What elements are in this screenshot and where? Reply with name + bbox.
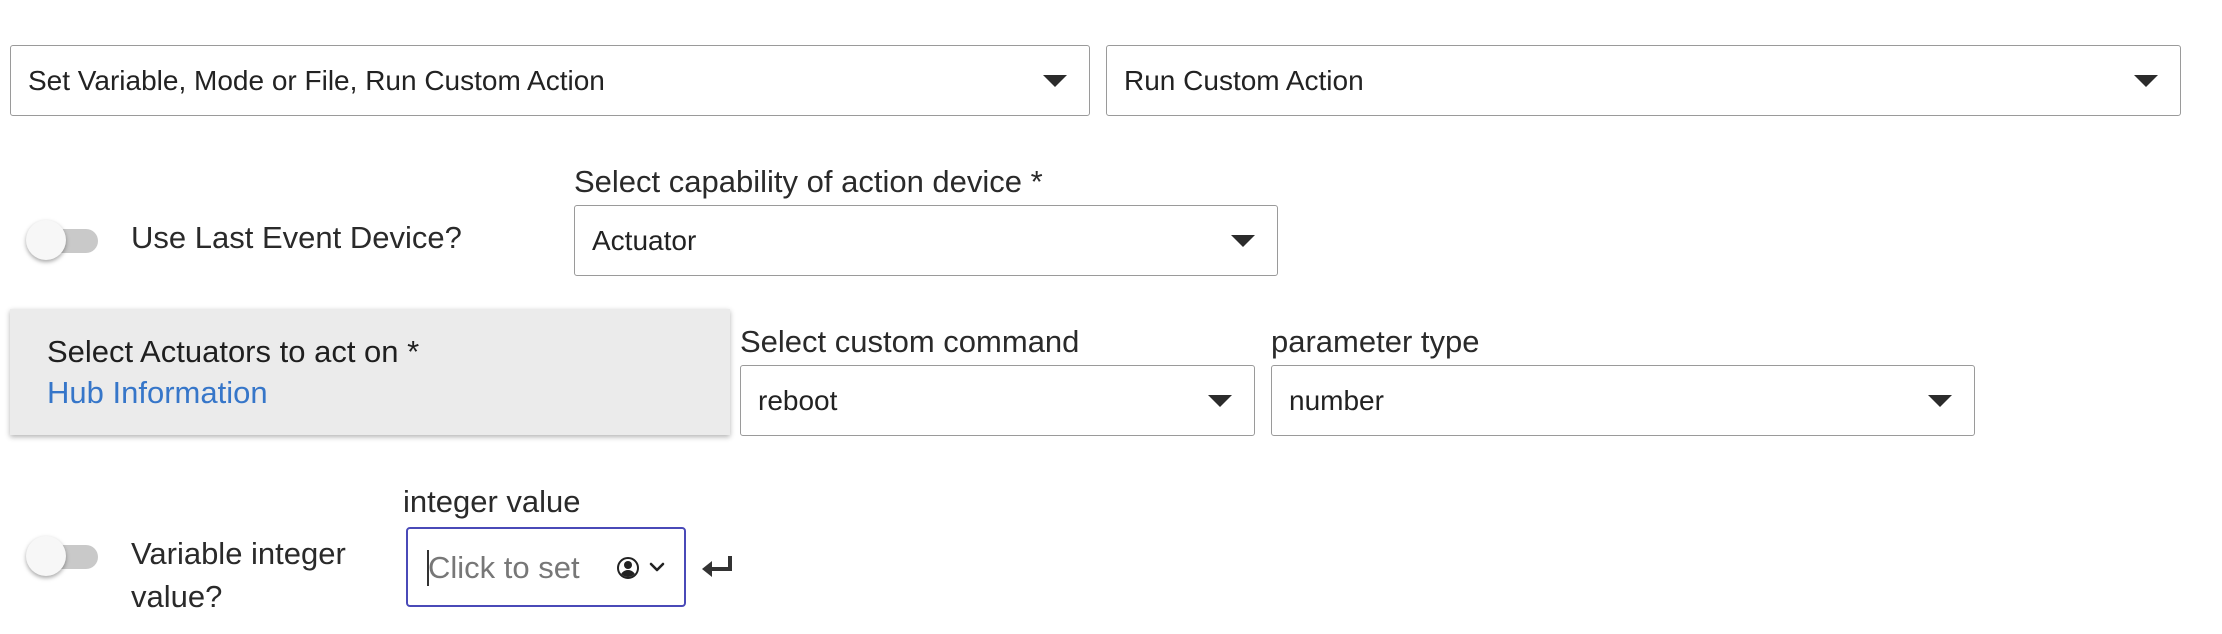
caret-down-icon bbox=[2134, 74, 2158, 87]
enter-arrow-icon[interactable] bbox=[700, 553, 736, 583]
action-select[interactable]: Run Custom Action bbox=[1106, 45, 2181, 116]
variable-integer-label-line2: value? bbox=[131, 579, 223, 614]
action-type-value: Set Variable, Mode or File, Run Custom A… bbox=[28, 64, 605, 96]
integer-value-label: integer value bbox=[403, 484, 581, 519]
variable-integer-toggle[interactable] bbox=[26, 536, 100, 576]
action-type-select[interactable]: Set Variable, Mode or File, Run Custom A… bbox=[10, 45, 1090, 116]
use-last-event-device-toggle[interactable] bbox=[26, 220, 100, 260]
toggle-knob bbox=[26, 536, 66, 576]
chevron-down-icon[interactable] bbox=[649, 559, 665, 575]
toggle-knob bbox=[26, 220, 66, 260]
actuators-label: Select Actuators to act on * bbox=[47, 334, 420, 369]
integer-value-input[interactable]: Click to set bbox=[406, 527, 686, 607]
action-value: Run Custom Action bbox=[1124, 64, 1364, 96]
custom-command-value: reboot bbox=[758, 384, 838, 416]
use-last-event-device-label: Use Last Event Device? bbox=[131, 220, 462, 255]
parameter-type-select[interactable]: number bbox=[1271, 365, 1975, 436]
parameter-type-label: parameter type bbox=[1271, 324, 1480, 359]
caret-down-icon bbox=[1208, 394, 1232, 407]
custom-command-label: Select custom command bbox=[740, 324, 1080, 359]
actuators-select-card[interactable]: Select Actuators to act on * Hub Informa… bbox=[10, 309, 730, 435]
person-circle-icon[interactable] bbox=[617, 557, 639, 579]
caret-down-icon bbox=[1928, 394, 1952, 407]
parameter-type-value: number bbox=[1289, 384, 1384, 416]
capability-label: Select capability of action device * bbox=[574, 164, 1043, 199]
capability-value: Actuator bbox=[592, 224, 697, 256]
text-caret bbox=[427, 550, 429, 586]
integer-value-placeholder: Click to set bbox=[428, 550, 580, 585]
custom-command-select[interactable]: reboot bbox=[740, 365, 1255, 436]
caret-down-icon bbox=[1043, 74, 1067, 87]
caret-down-icon bbox=[1231, 234, 1255, 247]
actuators-selected-link[interactable]: Hub Information bbox=[47, 375, 268, 410]
capability-select[interactable]: Actuator bbox=[574, 205, 1278, 276]
variable-integer-label-line1: Variable integer bbox=[131, 536, 346, 571]
